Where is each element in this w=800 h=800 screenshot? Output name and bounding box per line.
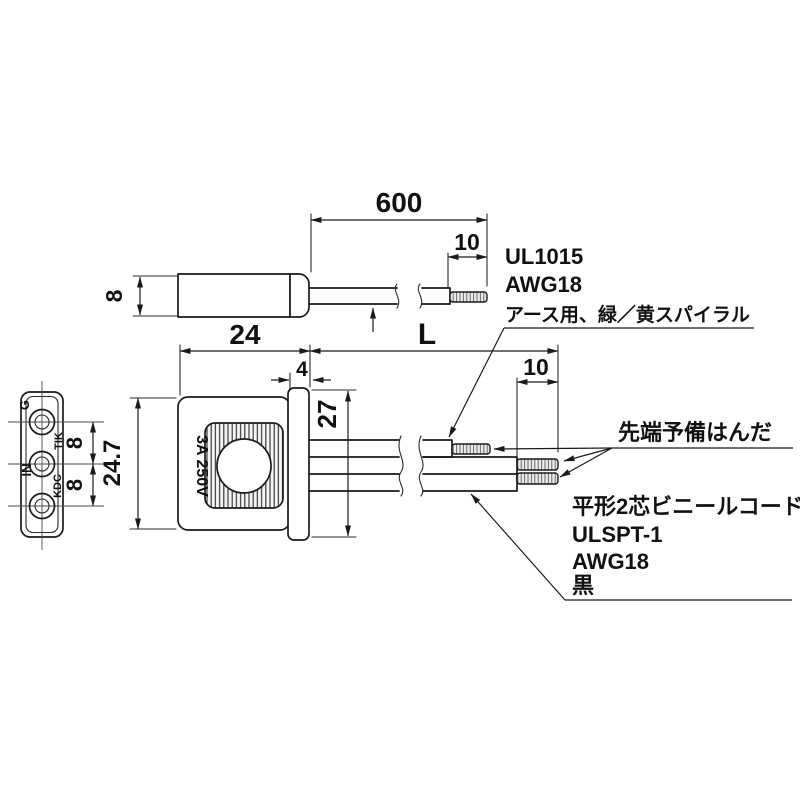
note-ulspt: ULSPT-1 [572, 522, 662, 547]
face-hole [216, 438, 272, 494]
dim-plug-length: 24 [229, 319, 261, 350]
cord-run [308, 439, 400, 492]
dim-flange-height: 27 [312, 400, 342, 429]
centerlines [8, 381, 104, 550]
solder-note: 先端予備はんだ [493, 420, 793, 478]
ground-lead-end [422, 439, 453, 458]
dim-pin-pitch-top: 8 [62, 437, 87, 449]
dim-pin-pitch-bottom: 8 [62, 479, 87, 491]
note-black: 黒 [572, 573, 594, 598]
marking-in: IN [19, 464, 34, 477]
top-side-view [177, 273, 488, 318]
pin-inner [34, 414, 50, 430]
pin-outer [28, 492, 56, 520]
top-view-dimensions: 8 600 10 [101, 187, 488, 332]
ground-wire-end [421, 287, 451, 305]
rating-marking: 3A 250V [193, 435, 210, 497]
break-symbol [398, 435, 404, 497]
pin-bottom [28, 492, 56, 520]
dim-body-width: 24.7 [99, 440, 126, 487]
plug-cap-side [289, 273, 310, 318]
stripped-conductor-core1 [516, 458, 559, 471]
note-leader [448, 327, 505, 438]
main-front-view: 3A 250V 10 [177, 354, 559, 541]
break-symbol [417, 283, 423, 309]
extension-lines [179, 344, 559, 457]
pin-inner [34, 498, 50, 514]
stripped-conductor-core2 [516, 472, 559, 485]
pin-face-view: G TIK IN KDC 8 8 24.7 [8, 381, 177, 550]
stripped-conductor-ground [451, 443, 491, 455]
marking-tik: TIK [53, 432, 65, 450]
plug-body-side [177, 273, 291, 318]
middle-dimensions: 24 L 4 27 [179, 318, 559, 538]
leader-ground-tip [493, 445, 613, 452]
extension-lines-27 [311, 389, 357, 538]
dim-ground-strip: 10 [454, 229, 480, 255]
pin-outer [28, 408, 56, 436]
dim-strip-length: 10 [523, 354, 549, 380]
note-awg18-cord: AWG18 [572, 549, 649, 574]
plug-flange [287, 387, 310, 541]
break-symbol [418, 435, 424, 497]
marking-kdc: KDC [52, 474, 64, 498]
note-cord-type: 平形2芯ビニールコード [572, 494, 800, 519]
marking-ground: G [17, 400, 32, 410]
note-ul1015: UL1015 [505, 244, 583, 269]
dim-cord-length: L [418, 318, 436, 351]
ground-wire-note: UL1015 AWG18 アース用、緑／黄スパイラル [448, 244, 754, 438]
dim-plug-dia: 8 [101, 289, 127, 302]
note-earth-spiral: アース用、緑／黄スパイラル [505, 303, 750, 326]
pin-inner [34, 456, 50, 472]
ground-wire-run [308, 287, 398, 305]
dim-flange-width: 4 [296, 358, 308, 381]
extension-lines [132, 213, 488, 317]
extension-lines-247 [129, 397, 177, 530]
pin-middle [28, 450, 56, 478]
pin-outer [28, 450, 56, 478]
leader-core1-tip [563, 447, 613, 462]
pin-ground [28, 408, 56, 436]
cord-note: 平形2芯ビニールコード ULSPT-1 AWG18 黒 [470, 493, 800, 601]
break-symbol [394, 283, 400, 309]
leader-core2-tip [559, 447, 613, 478]
note-awg18-ground: AWG18 [505, 272, 582, 297]
dim-wire-length: 600 [376, 187, 423, 218]
stripped-conductor [449, 291, 488, 303]
note-solder-tip: 先端予備はんだ [618, 420, 772, 445]
leader-cord [470, 493, 566, 601]
